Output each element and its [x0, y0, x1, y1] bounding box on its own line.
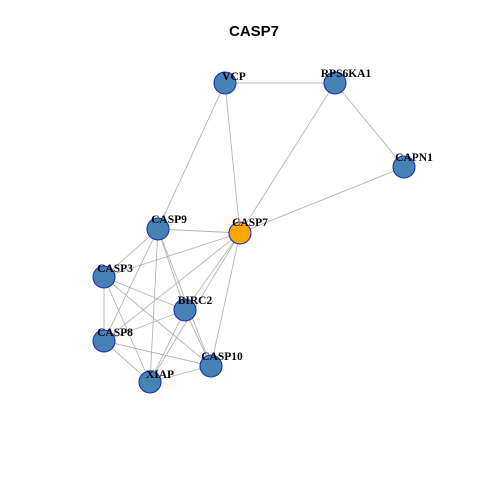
- node-label-vcp: VCP: [222, 71, 246, 83]
- node-casp9: CASP9: [146, 214, 187, 241]
- node-circle-casp7: [228, 221, 252, 245]
- edge-casp9-birc2: [157, 228, 186, 311]
- node-circle-rps6ka1: [323, 71, 347, 95]
- edge-vcp-casp9: [157, 82, 226, 230]
- node-label-capn1: CAPN1: [395, 152, 433, 164]
- node-label-casp7: CASP7: [232, 217, 268, 229]
- edge-vcp-casp7: [224, 82, 241, 234]
- node-label-casp9: CASP9: [151, 214, 187, 226]
- edge-casp7-casp8: [103, 232, 241, 342]
- node-capn1: CAPN1: [392, 152, 433, 179]
- edge-casp7-casp3: [103, 232, 241, 278]
- edge-rps6ka1-capn1: [334, 82, 405, 168]
- node-label-casp8: CASP8: [97, 327, 133, 339]
- node-vcp: VCP: [213, 71, 246, 95]
- edges-layer: [103, 82, 405, 383]
- node-circle-xiap: [138, 370, 162, 394]
- node-casp10: CASP10: [199, 351, 243, 378]
- edge-birc2-xiap: [149, 309, 186, 383]
- node-label-birc2: BIRC2: [178, 295, 213, 307]
- node-xiap: XIAP: [138, 369, 174, 394]
- node-circle-casp10: [199, 354, 223, 378]
- node-casp7: CASP7: [228, 217, 268, 245]
- node-circle-capn1: [392, 155, 416, 179]
- node-rps6ka1: RPS6KA1: [321, 68, 372, 95]
- edge-casp7-birc2: [184, 232, 241, 311]
- node-circle-vcp: [213, 71, 237, 95]
- edge-casp3-casp10: [103, 276, 212, 367]
- node-circle-birc2: [173, 298, 197, 322]
- edge-casp7-casp10: [210, 232, 241, 367]
- node-label-xiap: XIAP: [146, 369, 174, 381]
- edge-casp9-casp8: [103, 228, 159, 342]
- node-circle-casp8: [92, 329, 116, 353]
- edge-birc2-casp8: [103, 309, 186, 342]
- edge-casp3-birc2: [103, 276, 186, 311]
- node-label-casp10: CASP10: [201, 351, 243, 363]
- edge-casp8-casp10: [103, 340, 212, 367]
- graph-title: CASP7: [229, 23, 279, 40]
- edge-capn1-casp7: [239, 166, 405, 234]
- edge-casp9-xiap: [149, 228, 159, 383]
- edge-casp9-casp7: [157, 228, 241, 234]
- node-circle-casp9: [146, 217, 170, 241]
- edge-casp9-casp10: [157, 228, 212, 367]
- node-label-rps6ka1: RPS6KA1: [321, 68, 372, 80]
- edge-rps6ka1-casp7: [239, 82, 336, 234]
- node-birc2: BIRC2: [173, 295, 213, 322]
- node-label-casp3: CASP3: [97, 263, 133, 275]
- node-casp3: CASP3: [92, 263, 133, 289]
- edge-casp3-xiap: [103, 276, 151, 383]
- node-circle-casp3: [92, 265, 116, 289]
- edge-casp9-casp3: [103, 228, 159, 278]
- node-casp8: CASP8: [92, 327, 133, 353]
